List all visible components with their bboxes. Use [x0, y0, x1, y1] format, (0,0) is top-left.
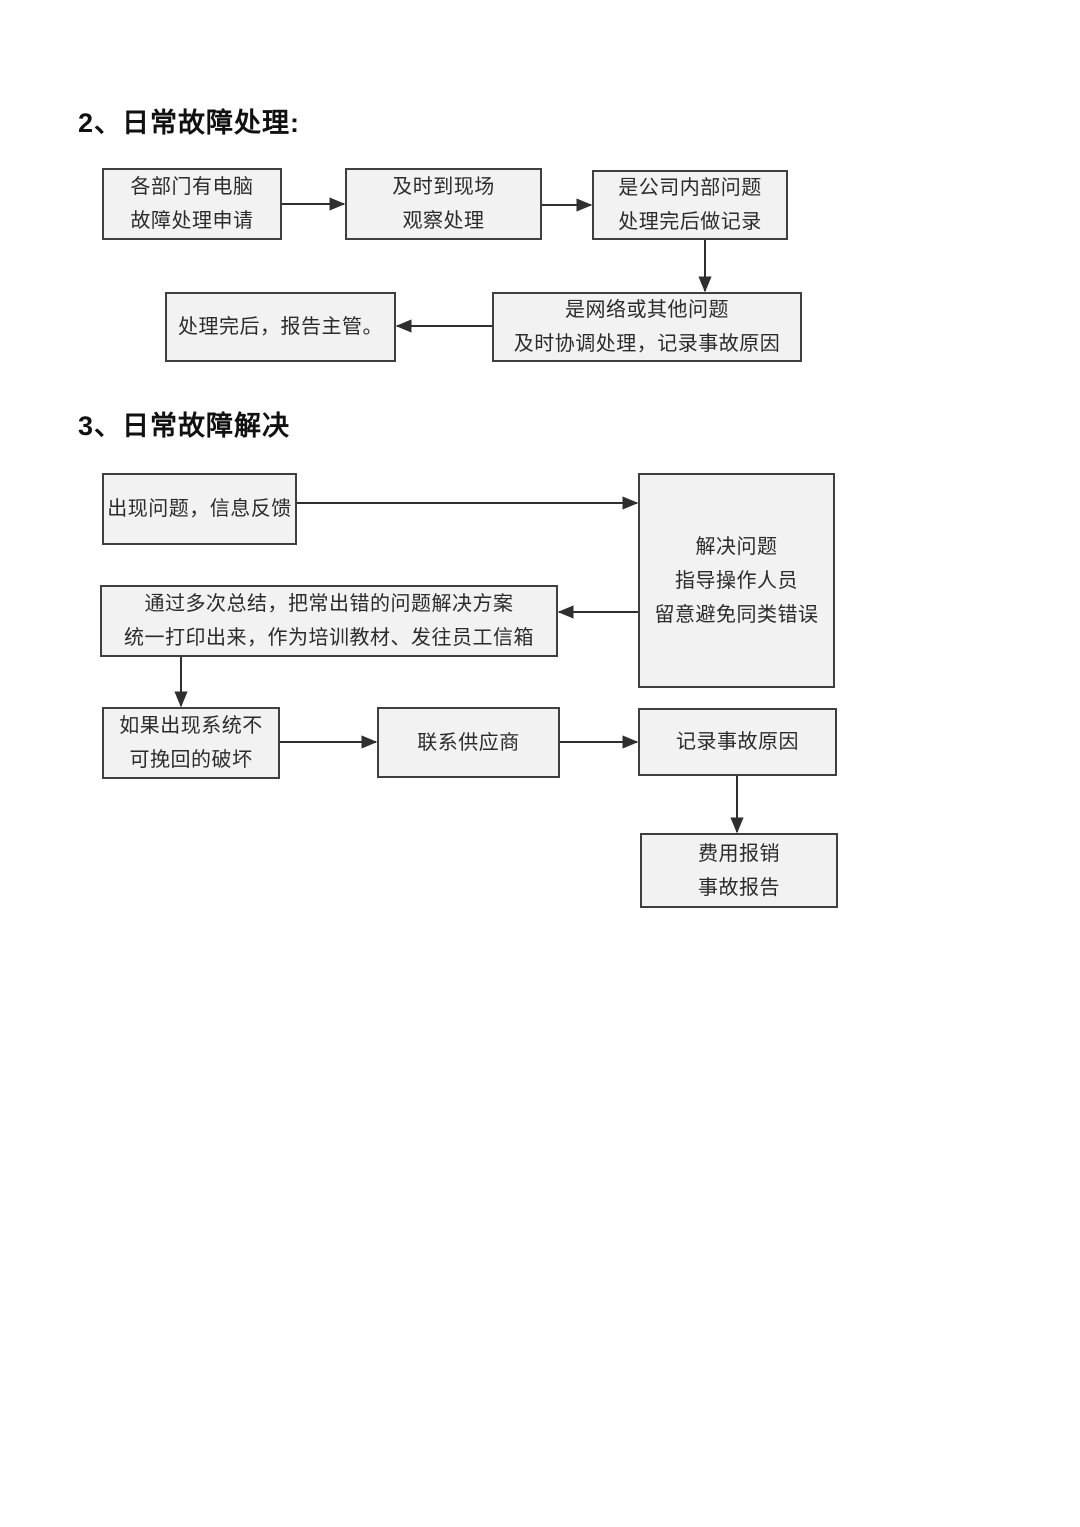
flow-node-internal-issue: 是公司内部问题 处理完后做记录 [592, 170, 788, 240]
flow-node-system-damage: 如果出现系统不 可挽回的破坏 [102, 707, 280, 779]
flow-node-record-cause: 记录事故原因 [638, 708, 837, 776]
flow-node-contact-supplier: 联系供应商 [377, 707, 560, 778]
flow-node-dept-request: 各部门有电脑 故障处理申请 [102, 168, 282, 240]
flow-node-report-supervisor: 处理完后，报告主管。 [165, 292, 396, 362]
section-3-title: 3、日常故障解决 [78, 411, 291, 441]
flow-node-expense-report: 费用报销 事故报告 [640, 833, 838, 908]
flow-node-summarize-print: 通过多次总结，把常出错的问题解决方案 统一打印出来，作为培训教材、发往员工信箱 [100, 585, 558, 657]
section-2-title: 2、日常故障处理: [78, 108, 301, 138]
flow-node-network-issue: 是网络或其他问题 及时协调处理，记录事故原因 [492, 292, 802, 362]
flow-node-onsite-check: 及时到现场 观察处理 [345, 168, 542, 240]
flow-node-solve-problem: 解决问题 指导操作人员 留意避免同类错误 [638, 473, 835, 688]
flow-node-problem-feedback: 出现问题，信息反馈 [102, 473, 297, 545]
